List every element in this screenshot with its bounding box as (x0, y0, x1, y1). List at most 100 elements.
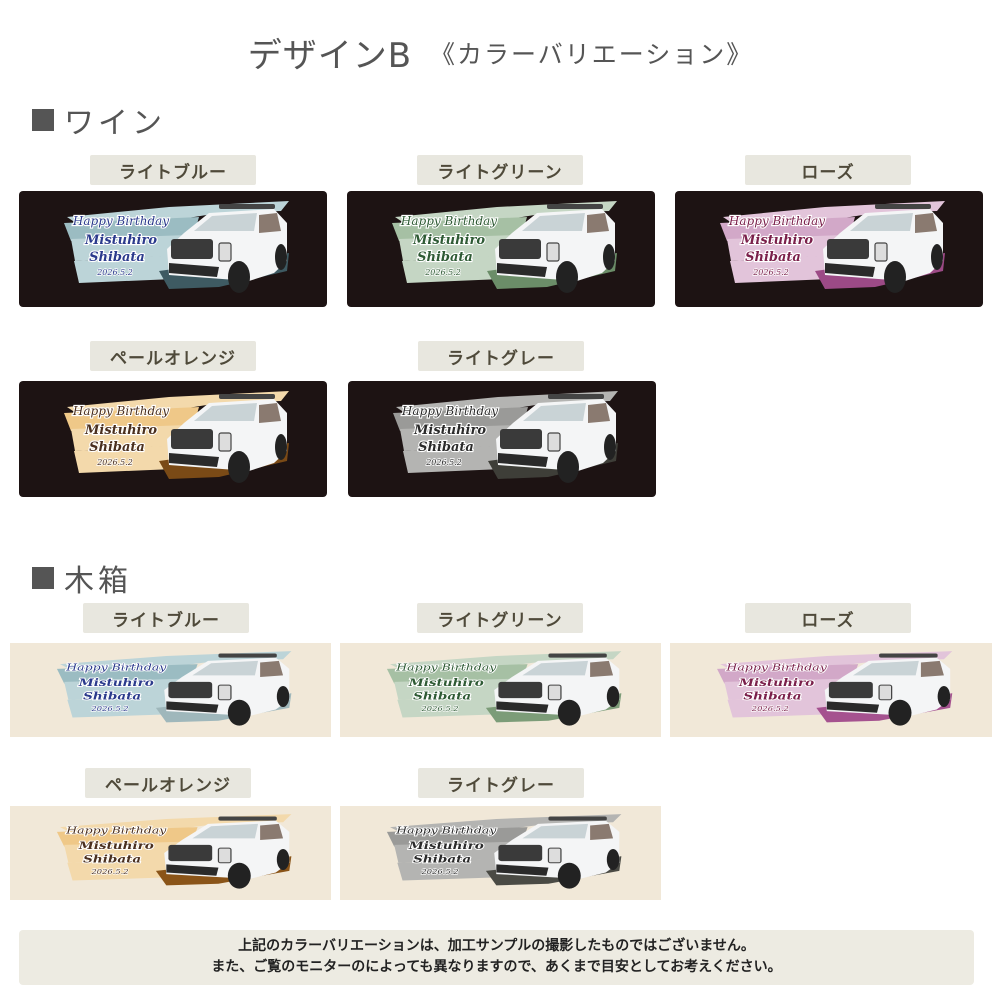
svg-text:Happy Birthday: Happy Birthday (725, 662, 827, 673)
variant-label: ペールオレンジ (85, 768, 251, 798)
preview-wood-lightgray[interactable]: Happy Birthday Mistuhiro Shibata 2026.5.… (340, 806, 661, 900)
variant-label: ライトグリーン (417, 155, 583, 185)
page-title: デザインB 《カラーバリエーション》 (0, 28, 1001, 77)
svg-text:Happy Birthday: Happy Birthday (72, 214, 169, 228)
svg-text:Mistuhiro: Mistuhiro (78, 676, 154, 688)
svg-text:2026.5.2: 2026.5.2 (96, 458, 133, 467)
engraving-text: Happy Birthday Mistuhiro Shibata 2026.5.… (71, 213, 171, 278)
variant-label: ライトブルー (90, 155, 256, 185)
svg-text:Happy Birthday: Happy Birthday (401, 404, 498, 418)
svg-text:Mistuhiro: Mistuhiro (738, 676, 814, 688)
engraving-artwork: Happy Birthday Mistuhiro Shibata 2026.5.… (393, 391, 618, 483)
engraving-artwork: Happy Birthday Mistuhiro Shibata 2026.5.… (720, 201, 945, 293)
car-icon (494, 816, 620, 889)
variant-label: ペールオレンジ (90, 341, 256, 371)
engraving-text: Happy Birthday Mistuhiro Shibata 2026.5.… (394, 661, 498, 714)
disclaimer-note: 上記のカラーバリエーションは、加工サンプルの撮影したものではございません。 また… (19, 930, 974, 985)
svg-text:Mistuhiro: Mistuhiro (84, 233, 157, 248)
svg-text:Mistuhiro: Mistuhiro (78, 839, 154, 851)
svg-text:2026.5.2: 2026.5.2 (425, 458, 462, 467)
svg-text:Shibata: Shibata (89, 440, 145, 455)
preview-wood-lightgreen[interactable]: Happy Birthday Mistuhiro Shibata 2026.5.… (340, 643, 661, 737)
engraving-artwork: Happy Birthday Mistuhiro Shibata 2026.5.… (56, 814, 292, 889)
engraving-artwork: Happy Birthday Mistuhiro Shibata 2026.5.… (386, 814, 622, 889)
variant-label: ローズ (745, 603, 911, 633)
svg-text:Mistuhiro: Mistuhiro (412, 233, 485, 248)
svg-text:Shibata: Shibata (413, 853, 471, 865)
svg-text:Shibata: Shibata (417, 250, 473, 265)
svg-text:Mistuhiro: Mistuhiro (740, 233, 813, 248)
engraving-text: Happy Birthday Mistuhiro Shibata 2026.5.… (64, 661, 168, 714)
engraving-text: Happy Birthday Mistuhiro Shibata 2026.5.… (64, 824, 168, 877)
preview-wine-lightgray[interactable]: Happy Birthday Mistuhiro Shibata 2026.5.… (348, 381, 656, 497)
svg-text:Mistuhiro: Mistuhiro (84, 423, 157, 438)
svg-text:Shibata: Shibata (745, 250, 801, 265)
svg-text:Shibata: Shibata (83, 853, 141, 865)
svg-text:2026.5.2: 2026.5.2 (420, 705, 458, 713)
svg-text:Shibata: Shibata (418, 440, 474, 455)
section-title: 木箱 (64, 564, 132, 599)
car-icon (496, 394, 616, 483)
car-icon (823, 204, 943, 293)
preview-wine-rose[interactable]: Happy Birthday Mistuhiro Shibata 2026.5.… (675, 191, 983, 307)
svg-text:2026.5.2: 2026.5.2 (420, 868, 458, 876)
variant-label: ライトブルー (83, 603, 249, 633)
preview-wood-paleorange[interactable]: Happy Birthday Mistuhiro Shibata 2026.5.… (10, 806, 331, 900)
svg-text:Happy Birthday: Happy Birthday (395, 825, 497, 836)
disclaimer-line-1: 上記のカラーバリエーションは、加工サンプルの撮影したものではございません。 (238, 938, 755, 954)
preview-wood-lightblue[interactable]: Happy Birthday Mistuhiro Shibata 2026.5.… (10, 643, 331, 737)
car-icon (167, 204, 287, 293)
preview-wine-paleorange[interactable]: Happy Birthday Mistuhiro Shibata 2026.5.… (19, 381, 327, 497)
engraving-artwork: Happy Birthday Mistuhiro Shibata 2026.5.… (64, 201, 289, 293)
svg-text:2026.5.2: 2026.5.2 (90, 868, 128, 876)
svg-text:2026.5.2: 2026.5.2 (96, 268, 133, 277)
variant-label: ローズ (745, 155, 911, 185)
engraving-text: Happy Birthday Mistuhiro Shibata 2026.5.… (394, 824, 498, 877)
svg-text:Shibata: Shibata (743, 690, 801, 702)
square-bullet-icon (32, 567, 54, 589)
preview-wine-lightgreen[interactable]: Happy Birthday Mistuhiro Shibata 2026.5.… (347, 191, 655, 307)
engraving-artwork: Happy Birthday Mistuhiro Shibata 2026.5.… (386, 651, 622, 726)
svg-text:Happy Birthday: Happy Birthday (65, 662, 167, 673)
svg-text:2026.5.2: 2026.5.2 (752, 268, 789, 277)
svg-text:Mistuhiro: Mistuhiro (413, 423, 486, 438)
svg-text:Happy Birthday: Happy Birthday (72, 404, 169, 418)
svg-text:Mistuhiro: Mistuhiro (408, 676, 484, 688)
design-subtitle: 《カラーバリエーション》 (430, 39, 754, 69)
svg-text:Happy Birthday: Happy Birthday (400, 214, 497, 228)
section-heading-wooden-box: 木箱 (32, 556, 132, 600)
car-icon (824, 653, 951, 726)
svg-text:Happy Birthday: Happy Birthday (395, 662, 497, 673)
engraving-text: Happy Birthday Mistuhiro Shibata 2026.5.… (399, 213, 499, 278)
section-heading-wine: ワイン (32, 98, 166, 142)
preview-wine-lightblue[interactable]: Happy Birthday Mistuhiro Shibata 2026.5.… (19, 191, 327, 307)
car-icon (164, 653, 290, 726)
disclaimer-line-2: また、ご覧のモニターのによっても異なりますので、あくまで目安としてお考えください… (211, 959, 782, 975)
engraving-artwork: Happy Birthday Mistuhiro Shibata 2026.5.… (392, 201, 617, 293)
variant-label: ライトグリーン (417, 603, 583, 633)
car-icon (494, 653, 620, 726)
car-icon (167, 394, 287, 483)
section-title: ワイン (64, 106, 166, 141)
svg-text:Mistuhiro: Mistuhiro (408, 839, 484, 851)
engraving-artwork: Happy Birthday Mistuhiro Shibata 2026.5.… (717, 651, 953, 726)
engraving-artwork: Happy Birthday Mistuhiro Shibata 2026.5.… (64, 391, 289, 483)
engraving-artwork: Happy Birthday Mistuhiro Shibata 2026.5.… (56, 651, 292, 726)
engraving-text: Happy Birthday Mistuhiro Shibata 2026.5.… (71, 403, 171, 468)
variant-label: ライトグレー (418, 341, 584, 371)
engraving-text: Happy Birthday Mistuhiro Shibata 2026.5.… (724, 661, 828, 714)
car-icon (164, 816, 290, 889)
svg-text:Happy Birthday: Happy Birthday (65, 825, 167, 836)
engraving-text: Happy Birthday Mistuhiro Shibata 2026.5.… (727, 213, 827, 278)
svg-text:Shibata: Shibata (89, 250, 145, 265)
design-title: デザインB (247, 36, 413, 76)
svg-text:Shibata: Shibata (83, 690, 141, 702)
preview-wood-rose[interactable]: Happy Birthday Mistuhiro Shibata 2026.5.… (670, 643, 992, 737)
variant-label: ライトグレー (418, 768, 584, 798)
svg-text:2026.5.2: 2026.5.2 (424, 268, 461, 277)
engraving-text: Happy Birthday Mistuhiro Shibata 2026.5.… (400, 403, 500, 468)
svg-text:2026.5.2: 2026.5.2 (90, 705, 128, 713)
square-bullet-icon (32, 109, 54, 131)
svg-text:Happy Birthday: Happy Birthday (728, 214, 825, 228)
svg-text:2026.5.2: 2026.5.2 (751, 705, 790, 713)
